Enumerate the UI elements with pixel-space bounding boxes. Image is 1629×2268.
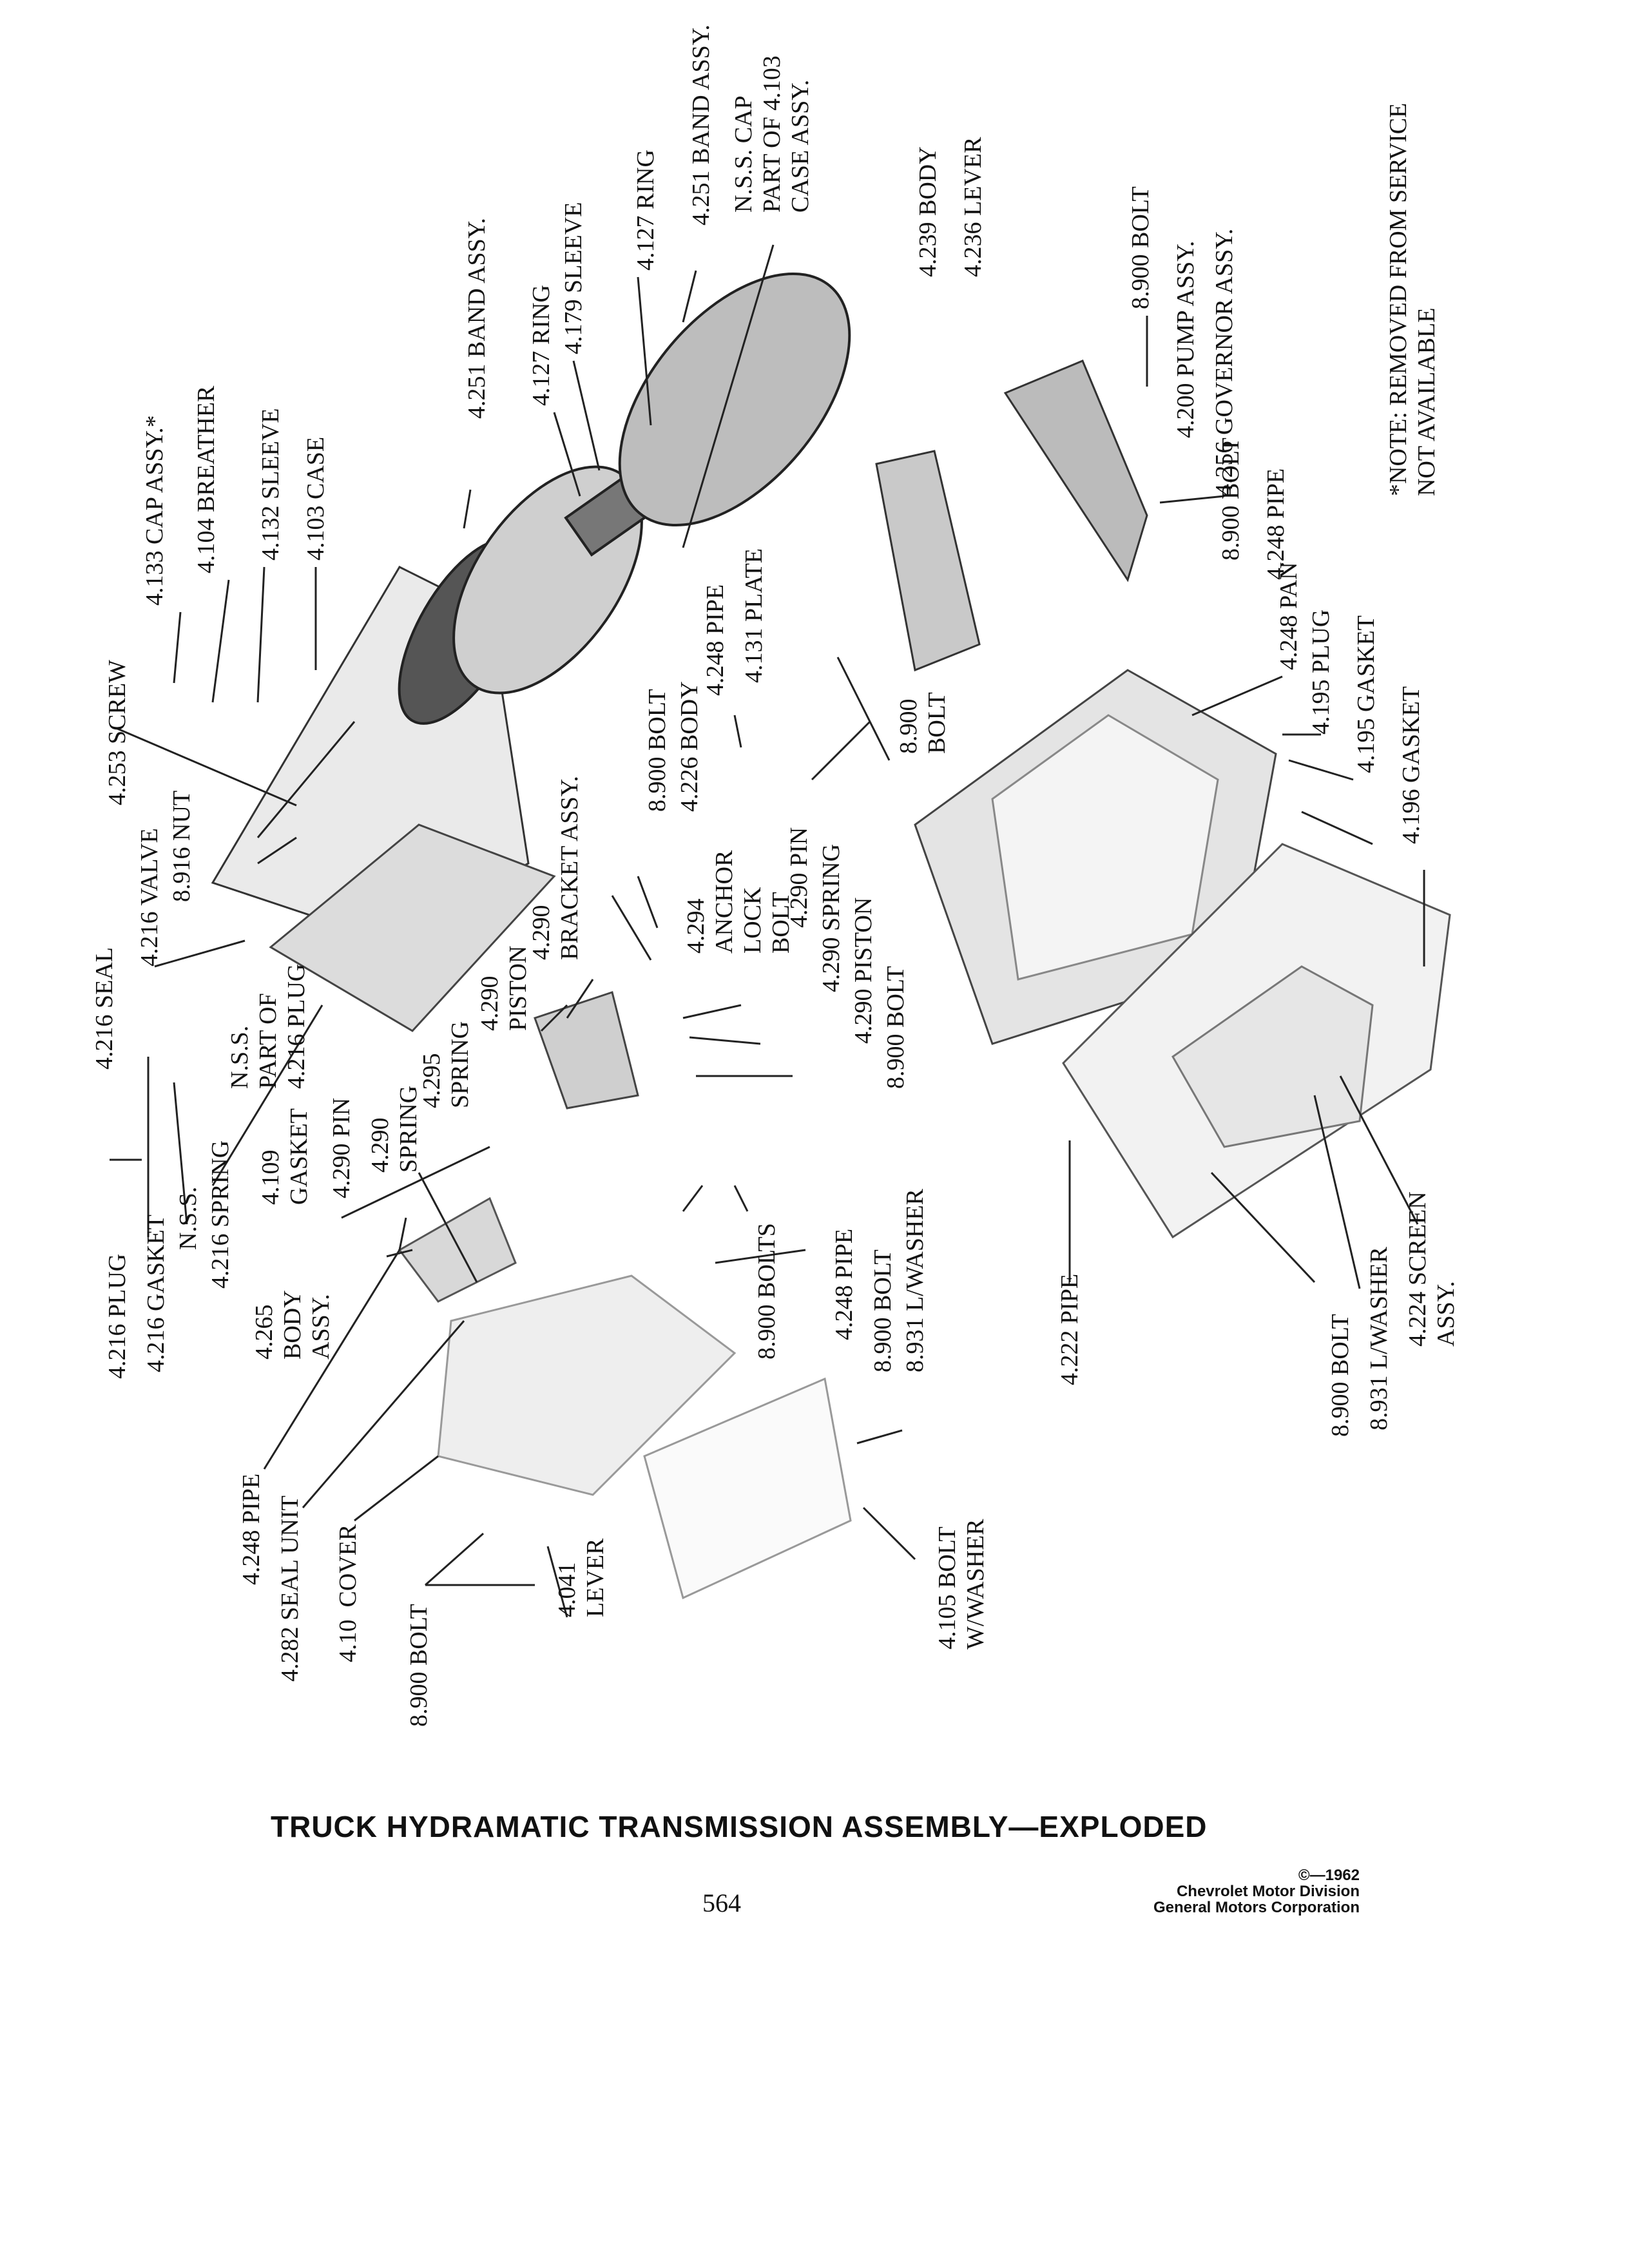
service-note: *NOTE: REMOVED FROM SERVICE NOT AVAILABL… [1385, 102, 1440, 496]
callout-bolt-f: 8.900 BOLT [405, 1604, 432, 1727]
page-number: 564 [702, 1888, 741, 1917]
callout-body-226: 4.226 BODY [676, 681, 703, 812]
callout-pump-assy: 4.200 PUMP ASSY. [1172, 240, 1199, 438]
page-title: TRUCK HYDRAMATIC TRANSMISSION ASSEMBLY—E… [271, 1810, 1208, 1843]
callout-spring-216: 4.216 SPRING [207, 1140, 234, 1289]
callout-bolt-d: 8.900 BOLT [869, 1249, 896, 1372]
copyright-corporation: General Motors Corporation [1153, 1899, 1360, 1916]
callout-nss-cap: N.S.S. CAP PART OF 4.103 CASE ASSY. [730, 55, 814, 213]
callout-screw-253: 4.253 SCREW [104, 660, 131, 805]
callout-bolt-plate: 8.900 BOLT [895, 692, 950, 754]
callout-bolt-b: 8.900 BOLT [1217, 437, 1244, 561]
callout-bolts: 8.900 BOLTS [753, 1223, 780, 1360]
callout-bolt-c: 8.900 BOLT [882, 966, 909, 1089]
callout-gasket-109: 4.109 GASKET [257, 1108, 313, 1205]
callout-sleeve-b: 4.132 SLEEVE [257, 408, 284, 561]
callout-anchor-bolt: 4.294 ANCHOR LOCK BOLT [682, 850, 795, 954]
callout-body-265: 4.265 BODY ASSY. [251, 1290, 334, 1360]
callout-nut-916: 8.916 NUT [168, 790, 195, 902]
callout-bolt-gov: 8.900 BOLT [1127, 186, 1154, 309]
callout-nss: N.S.S. [175, 1186, 202, 1250]
callout-pan: 4.248 PAN [1275, 562, 1302, 670]
callout-bracket: 4.290 BRACKET ASSY. [528, 776, 583, 960]
bracket-shape [534, 991, 639, 1110]
callout-lever-236: 4.236 LEVER [959, 137, 987, 277]
callout-gasket-196: 4.196 GASKET [1398, 686, 1425, 844]
callout-ring-a: 4.127 RING [632, 149, 659, 271]
callout-lever-041: 4.041 LEVER [554, 1538, 609, 1617]
copyright-year: ©—1962 [1298, 1867, 1360, 1884]
copyright-block: ©—1962 Chevrolet Motor Division General … [1063, 1867, 1360, 1916]
callout-nss-plug: N.S.S. PART OF 4.216 PLUG [226, 963, 310, 1089]
callout-pipe-d: 4.248 PIPE [238, 1473, 265, 1585]
callout-bolt-105: 4.105 BOLT W/WASHER [934, 1519, 989, 1649]
callout-pin-b: 4.290 PIN [328, 1097, 355, 1198]
callout-case: 4.103 CASE [302, 436, 329, 561]
body-lever-shape [875, 450, 981, 672]
callout-screen-224: 4.224 SCREEN ASSY. [1404, 1191, 1460, 1347]
callout-cap-assy: 4.133 CAP ASSY.* [141, 415, 168, 606]
callout-ring-b: 4.127 RING [528, 285, 555, 406]
callout-washer-a: 8.931 L/WASHER [901, 1189, 929, 1372]
callout-spring-a: 4.290 SPRING [818, 843, 845, 992]
callout-washer-b: 8.931 L/WASHER [1365, 1247, 1393, 1430]
callout-spring-295: 4.295 SPRING [418, 1021, 474, 1108]
callout-seal-unit: 4.282 SEAL UNIT [276, 1495, 304, 1682]
callout-piston-a: 4.290 PISTON [850, 897, 877, 1044]
callout-bolt-e: 8.900 BOLT [1327, 1314, 1354, 1437]
callout-piston-b: 4.290 PISTON [476, 945, 532, 1031]
callout-cover-410: 4.10 COVER [334, 1524, 361, 1662]
callout-plug-195: 4.195 PLUG [1307, 609, 1335, 735]
callout-sleeve-a: 4.179 SLEEVE [560, 202, 587, 354]
callout-valve-216: 4.216 VALVE [136, 828, 163, 966]
callout-band-assy: 4.251 BAND ASSY. [463, 218, 490, 419]
copyright-division: Chevrolet Motor Division [1176, 1883, 1360, 1900]
callout-gasket-216: 4.216 GASKET [142, 1215, 169, 1372]
band-assy-shape [618, 272, 851, 527]
callout-pipe-c: 4.248 PIPE [831, 1228, 858, 1340]
callout-body-239: 4.239 BODY [914, 146, 941, 277]
callout-spring-b: 4.290 SPRING [367, 1085, 422, 1173]
callout-seal-216: 4.216 SEAL [91, 947, 118, 1070]
governor-shape [1003, 360, 1148, 582]
callout-plate-131: 4.131 PLATE [740, 548, 767, 683]
cover-shape [437, 1274, 737, 1496]
callout-bolt-mid: 8.900 BOLT [644, 689, 671, 812]
callout-breather: 4.104 BREATHER [193, 385, 220, 573]
body-assy-shape [398, 1196, 517, 1303]
callout-plug-216: 4.216 PLUG [104, 1253, 131, 1379]
callout-band-assy-top: 4.251 BAND ASSY. [688, 24, 715, 226]
callout-pin-a: 4.290 PIN [786, 827, 813, 928]
callout-pipe-222: 4.222 PIPE [1056, 1273, 1083, 1385]
callout-gasket-195: 4.195 GASKET [1353, 615, 1380, 773]
callout-pipe-mid: 4.248 PIPE [702, 584, 729, 696]
